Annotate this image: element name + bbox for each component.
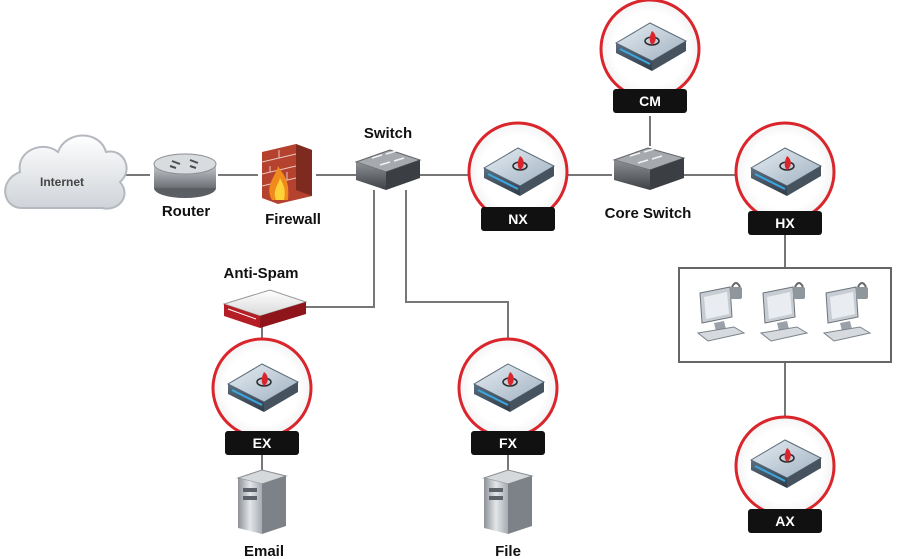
hx-tag [748, 211, 822, 235]
nx-tag [481, 207, 555, 231]
link-switch-antispam [300, 190, 375, 308]
connection-lines [118, 116, 786, 470]
internet-cloud: Internet [4, 134, 128, 210]
link-switch-fx [405, 190, 509, 345]
ax-tag-label: AX [775, 513, 795, 529]
core-switch: Core Switch [605, 147, 692, 222]
email-label: Email [244, 543, 284, 559]
anti-spam-label: Anti-Spam [224, 265, 299, 282]
appliance-hx: HX [734, 121, 836, 235]
core-switch-icon [612, 147, 686, 190]
cloud-icon [4, 134, 128, 210]
ex-tag-label: EX [253, 435, 272, 451]
hx-tag-label: HX [775, 215, 795, 231]
nx-tag-label: NX [508, 211, 528, 227]
firewall-icon [261, 144, 312, 204]
switch-label: Switch [364, 125, 412, 142]
anti-spam-appliance-icon [222, 289, 308, 328]
switch: Switch [354, 125, 422, 190]
appliance-ex: EX [211, 337, 313, 455]
firewall: Firewall [261, 144, 321, 228]
appliance-fx: FX [457, 337, 559, 455]
appliance-nx: NX [467, 121, 569, 231]
cm-tag [613, 89, 687, 113]
email-server-icon [236, 469, 288, 534]
file-server: File [482, 469, 534, 559]
anti-spam: Anti-Spam [222, 265, 308, 328]
internet-label: Internet [40, 175, 84, 189]
router-label: Router [162, 203, 210, 220]
router: Router [153, 153, 217, 220]
appliance-cm: CM [599, 0, 701, 113]
endpoint-group [678, 267, 892, 363]
email-server: Email [236, 469, 288, 559]
ax-tag [748, 509, 822, 533]
file-server-icon [482, 469, 534, 534]
firewall-label: Firewall [265, 211, 321, 228]
file-label: File [495, 543, 521, 559]
core-switch-label: Core Switch [605, 205, 692, 222]
router-icon [153, 153, 217, 198]
fx-tag-label: FX [499, 435, 518, 451]
ex-tag [225, 431, 299, 455]
fx-tag [471, 431, 545, 455]
switch-icon [354, 149, 422, 190]
appliance-ax: AX [734, 415, 836, 533]
cm-tag-label: CM [639, 93, 661, 109]
